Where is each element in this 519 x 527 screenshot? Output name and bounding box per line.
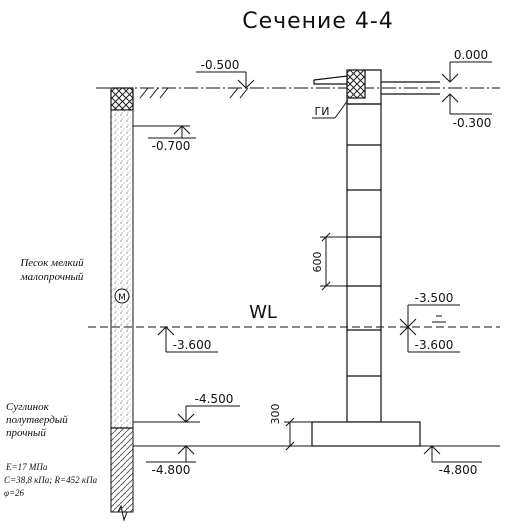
elev-marker-floor-under [441, 93, 492, 115]
gi-leader [334, 99, 349, 119]
soil-layer2-line2: полутвердый [6, 414, 68, 426]
section-title: Сечение 4-4 [242, 9, 394, 34]
elev-water-inside-label: -3.500 [415, 291, 454, 305]
footing-dimension [284, 417, 312, 451]
soil-layer2-prop2: C=38,8 кПа; R=452 кПа [4, 475, 98, 485]
crosshatch-block [110, 87, 134, 111]
soil-layer1-line1: Песок мелкий [19, 257, 84, 269]
block-height-label: 600 [311, 252, 324, 273]
marker-circle [114, 288, 130, 304]
water-level-label: WL [249, 302, 277, 323]
elev-marker-footing-top [133, 405, 240, 423]
footing [311, 421, 421, 447]
ground-hatch-left [139, 87, 249, 99]
elev-ground-label: -0.500 [201, 58, 240, 72]
elev-marker-ground [196, 71, 255, 89]
waterproofing-label: ГИ [315, 105, 330, 118]
foundation-wall [311, 69, 440, 447]
soil-layer2-line3: прочный [6, 427, 46, 439]
soil-layer2-line1: Суглинок [6, 401, 50, 413]
elev-marker-water-inside [399, 304, 460, 328]
elev-footing-top-label: -4.500 [195, 392, 234, 406]
soil-column-left: M [110, 87, 134, 522]
elev-marker-water-right [399, 326, 460, 353]
soil-layer1-line2: малопрочный [20, 271, 84, 283]
block-dimension [320, 232, 347, 291]
elev-marker-base-left [146, 445, 196, 463]
marker-label: M [118, 293, 126, 303]
floor-slab [313, 75, 348, 85]
elev-marker-floor [441, 61, 492, 83]
elev-water-right-label: -3.600 [415, 338, 454, 352]
soil-layer2-description: Суглинок полутвердый прочный E=17 МПа C=… [4, 401, 98, 498]
break-mark [111, 504, 133, 522]
elev-water-left-label: -3.600 [173, 338, 212, 352]
soil-layer2-prop3: φ=26 [4, 488, 25, 498]
elev-base-right-label: -4.800 [439, 463, 478, 477]
elev-base-left-label: -4.800 [152, 463, 191, 477]
sand-layer [110, 109, 134, 429]
elev-fill-label: -0.700 [152, 139, 191, 153]
soil-layer2-prop1: E=17 МПа [5, 462, 48, 472]
clay-layer [110, 427, 134, 513]
elev-floor-label: 0.000 [454, 48, 488, 62]
elev-marker-base-right [423, 445, 482, 463]
soil-layer1-description: Песок мелкий малопрочный [19, 257, 84, 283]
footing-height-label: 300 [269, 404, 282, 425]
elev-floor-under-label: -0.300 [453, 116, 492, 130]
wall-top-block [346, 69, 366, 99]
elev-marker-fill [133, 125, 196, 139]
elev-marker-water-left [157, 326, 218, 353]
